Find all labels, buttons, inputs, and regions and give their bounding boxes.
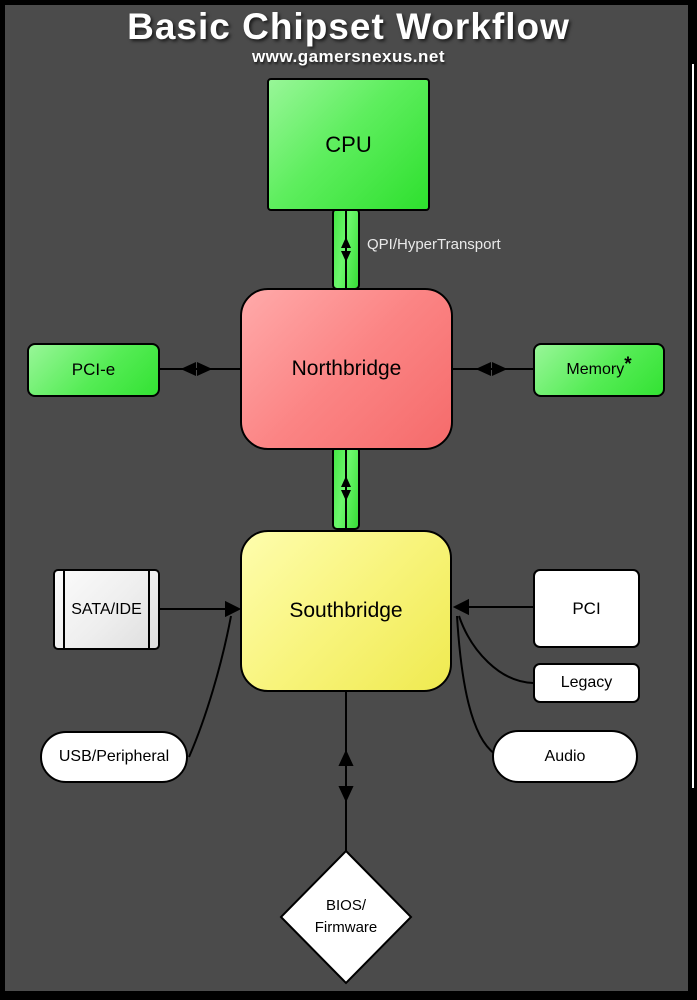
diamond-shape (279, 849, 413, 985)
connector-pci-southbridge (452, 598, 533, 616)
bus-center-line (345, 448, 347, 528)
connector-sata-southbridge (160, 600, 242, 618)
node-bios-firmware: BIOS/ Firmware (276, 847, 416, 987)
diagram-title: Basic Chipset Workflow (127, 6, 570, 47)
bus-center-line (345, 210, 347, 288)
right-edge-artifact (692, 64, 694, 788)
bus-label-qpi-hypertransport: QPI/HyperTransport (367, 236, 501, 253)
memory-label: Memory (566, 361, 625, 378)
connector-audio-southbridge (456, 615, 496, 755)
node-pci: PCI (533, 569, 640, 648)
arrow-up-icon (341, 236, 351, 248)
sata-ide-label: SATA/IDE (71, 600, 142, 618)
arrow-down-icon (341, 489, 351, 501)
bios-label-line1: BIOS/ (325, 897, 366, 915)
connector-pcie-northbridge (160, 361, 240, 377)
usb-peripheral-label: USB/Peripheral (58, 748, 170, 765)
bios-firmware-label: BIOS/ Firmware (276, 847, 416, 987)
arrow-down-icon (341, 250, 351, 262)
bus-northbridge-southbridge (332, 446, 360, 530)
cpu-label: CPU (325, 131, 372, 157)
northbridge-label: Northbridge (291, 357, 402, 380)
audio-label: Audio (544, 747, 586, 765)
pci-e-label: PCI-e (71, 360, 116, 379)
bios-label-line2: Firmware (314, 919, 378, 936)
node-audio: Audio (492, 730, 638, 783)
connector-usb-southbridge (188, 615, 232, 758)
node-usb-peripheral: USB/Peripheral (40, 731, 188, 783)
node-southbridge: Southbridge (240, 530, 452, 692)
connector-southbridge-bios (338, 692, 354, 852)
bidirectional-arrow-icon (341, 475, 351, 501)
legacy-label: Legacy (560, 674, 613, 691)
node-northbridge: Northbridge (240, 288, 453, 450)
node-pci-e: PCI-e (27, 343, 160, 397)
connector-northbridge-memory (453, 361, 533, 377)
bus-cpu-northbridge (332, 208, 360, 290)
node-legacy: Legacy (533, 663, 640, 703)
bidirectional-arrow-icon (341, 236, 351, 262)
node-sata-ide: SATA/IDE (53, 569, 160, 650)
node-cpu: CPU (267, 78, 430, 211)
site-url: www.gamersnexus.net (251, 47, 446, 66)
southbridge-label: Southbridge (289, 599, 403, 622)
node-memory: Memory* (533, 343, 665, 397)
arrow-up-icon (341, 475, 351, 487)
pci-label: PCI (572, 598, 601, 618)
connector-legacy-southbridge (458, 615, 534, 684)
